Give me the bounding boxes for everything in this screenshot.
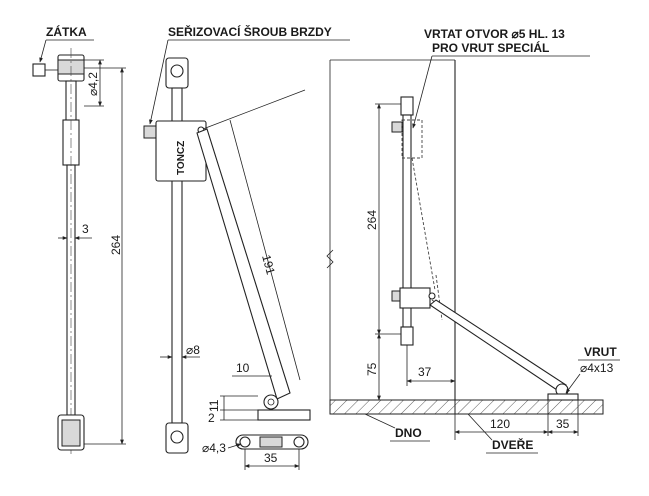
screw-leader: [565, 373, 581, 394]
bracket-hole-right: [293, 436, 305, 448]
brake-screw-label: SEŘIZOVACÍ ŠROUB BRZDY: [168, 24, 332, 39]
bottom-leader: [364, 413, 396, 429]
mounting-view: VRTAT OTVOR ⌀5 HL. 13 PRO VRUT SPECIÁL: [326, 27, 620, 454]
mount-35-right-text: 35: [556, 417, 570, 431]
mount-264-text: 264: [365, 210, 379, 230]
dim-191-text: 191: [259, 253, 278, 276]
mount-37-text: 37: [418, 365, 432, 379]
mount-bottom-cap: [400, 326, 414, 346]
mount-top-cap: [400, 96, 414, 116]
mount-top-screw: [391, 121, 403, 133]
dim-4-3-leader: [227, 443, 242, 449]
dim-11-text: 11: [207, 399, 221, 412]
hole-leader: [412, 55, 433, 129]
brake-screw: [143, 125, 157, 139]
door-label: DVEŘE: [492, 437, 533, 452]
open-position-door: [435, 274, 443, 321]
mount-arm: [429, 299, 567, 393]
mount-pivot: [428, 292, 436, 300]
dim-35-left-text: 35: [264, 451, 278, 465]
arm: [196, 128, 291, 400]
plug-leader: [39, 39, 47, 63]
bracket-pivot-pin: [267, 398, 275, 406]
bracket-center: [259, 436, 283, 448]
hole-label-line1: VRTAT OTVOR ⌀5 HL. 13: [424, 27, 565, 41]
brand-text: TONCZ: [176, 141, 187, 175]
strut-side-view: SEŘIZOVACÍ ŠROUB BRZDY TONCZ 191 ⌀8 10: [143, 24, 350, 470]
dim-2-text: 2: [208, 411, 215, 425]
door-leader: [467, 413, 493, 441]
mount-120-text: 120: [490, 417, 510, 431]
hole-label-line2: PRO VRUT SPECIÁL: [432, 40, 549, 55]
bracket-hole-left: [239, 436, 251, 448]
dim-8-text: ⌀8: [186, 343, 200, 357]
mount-75-text: 75: [365, 362, 379, 376]
mount-bracket: [547, 393, 579, 401]
plug: [32, 63, 46, 77]
screw-size-text: ⌀4x13: [580, 361, 614, 375]
bottom-cap-insert: [61, 419, 81, 447]
mount-brake-block: [399, 287, 431, 309]
bottom-panel: [329, 399, 456, 415]
dim-4-3-text: ⌀4,3: [202, 441, 226, 455]
door-panel: [454, 399, 604, 415]
bracket-pivot: [263, 394, 279, 410]
bracket-plate: [257, 409, 311, 421]
dim-3-text: 3: [82, 222, 89, 236]
arm-dim-line: [229, 119, 301, 381]
brake-screw-leader: [149, 39, 169, 125]
dim-264-text: 264: [109, 235, 123, 255]
strut-front-view: ZÁTKA ⌀4,2 3 264: [32, 24, 126, 455]
side-top-hole: [170, 64, 184, 78]
open-position-arm: [411, 157, 436, 291]
wall-break: [326, 249, 334, 269]
screw-label: VRUT: [584, 345, 617, 359]
plug-label: ZÁTKA: [46, 24, 87, 39]
bottom-label: DNO: [395, 426, 422, 440]
dim-10-text: 10: [236, 361, 250, 375]
side-bottom-hole: [170, 430, 184, 444]
arm-dim-ext: [202, 89, 306, 130]
dim-4-2-text: ⌀4,2: [86, 72, 100, 96]
